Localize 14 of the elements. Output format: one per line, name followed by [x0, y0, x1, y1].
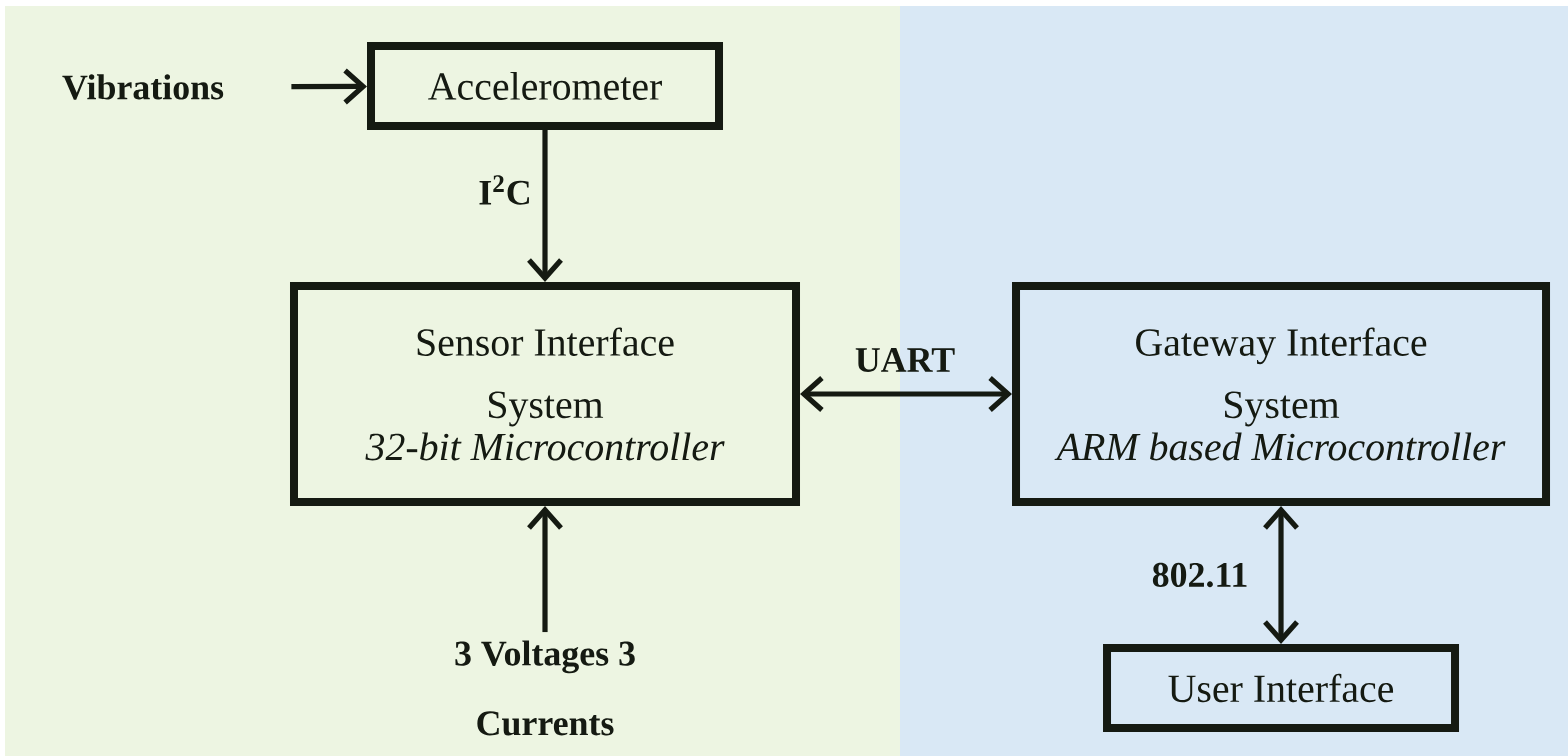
input-label: Vibrations: [62, 74, 224, 100]
block-box: User Interface: [1103, 644, 1459, 732]
block-box: Gateway Interface System ARM based Microcontroller: [1012, 282, 1550, 506]
arrow: [1263, 506, 1299, 644]
arrow: [527, 506, 563, 633]
input-label: 3 Voltages 3 Currents: [455, 640, 635, 736]
edge-label: UART: [855, 348, 955, 372]
edge-label: I$^{2}$C: [479, 175, 529, 205]
arrow: [291, 68, 367, 105]
block-box: Sensor Interface System 32-bit Microcontroller: [290, 282, 800, 506]
block-box: Accelerometer: [367, 42, 723, 130]
edge-label: 802.11: [1152, 562, 1247, 588]
arrow: [527, 130, 563, 282]
arrow: [800, 376, 1012, 412]
